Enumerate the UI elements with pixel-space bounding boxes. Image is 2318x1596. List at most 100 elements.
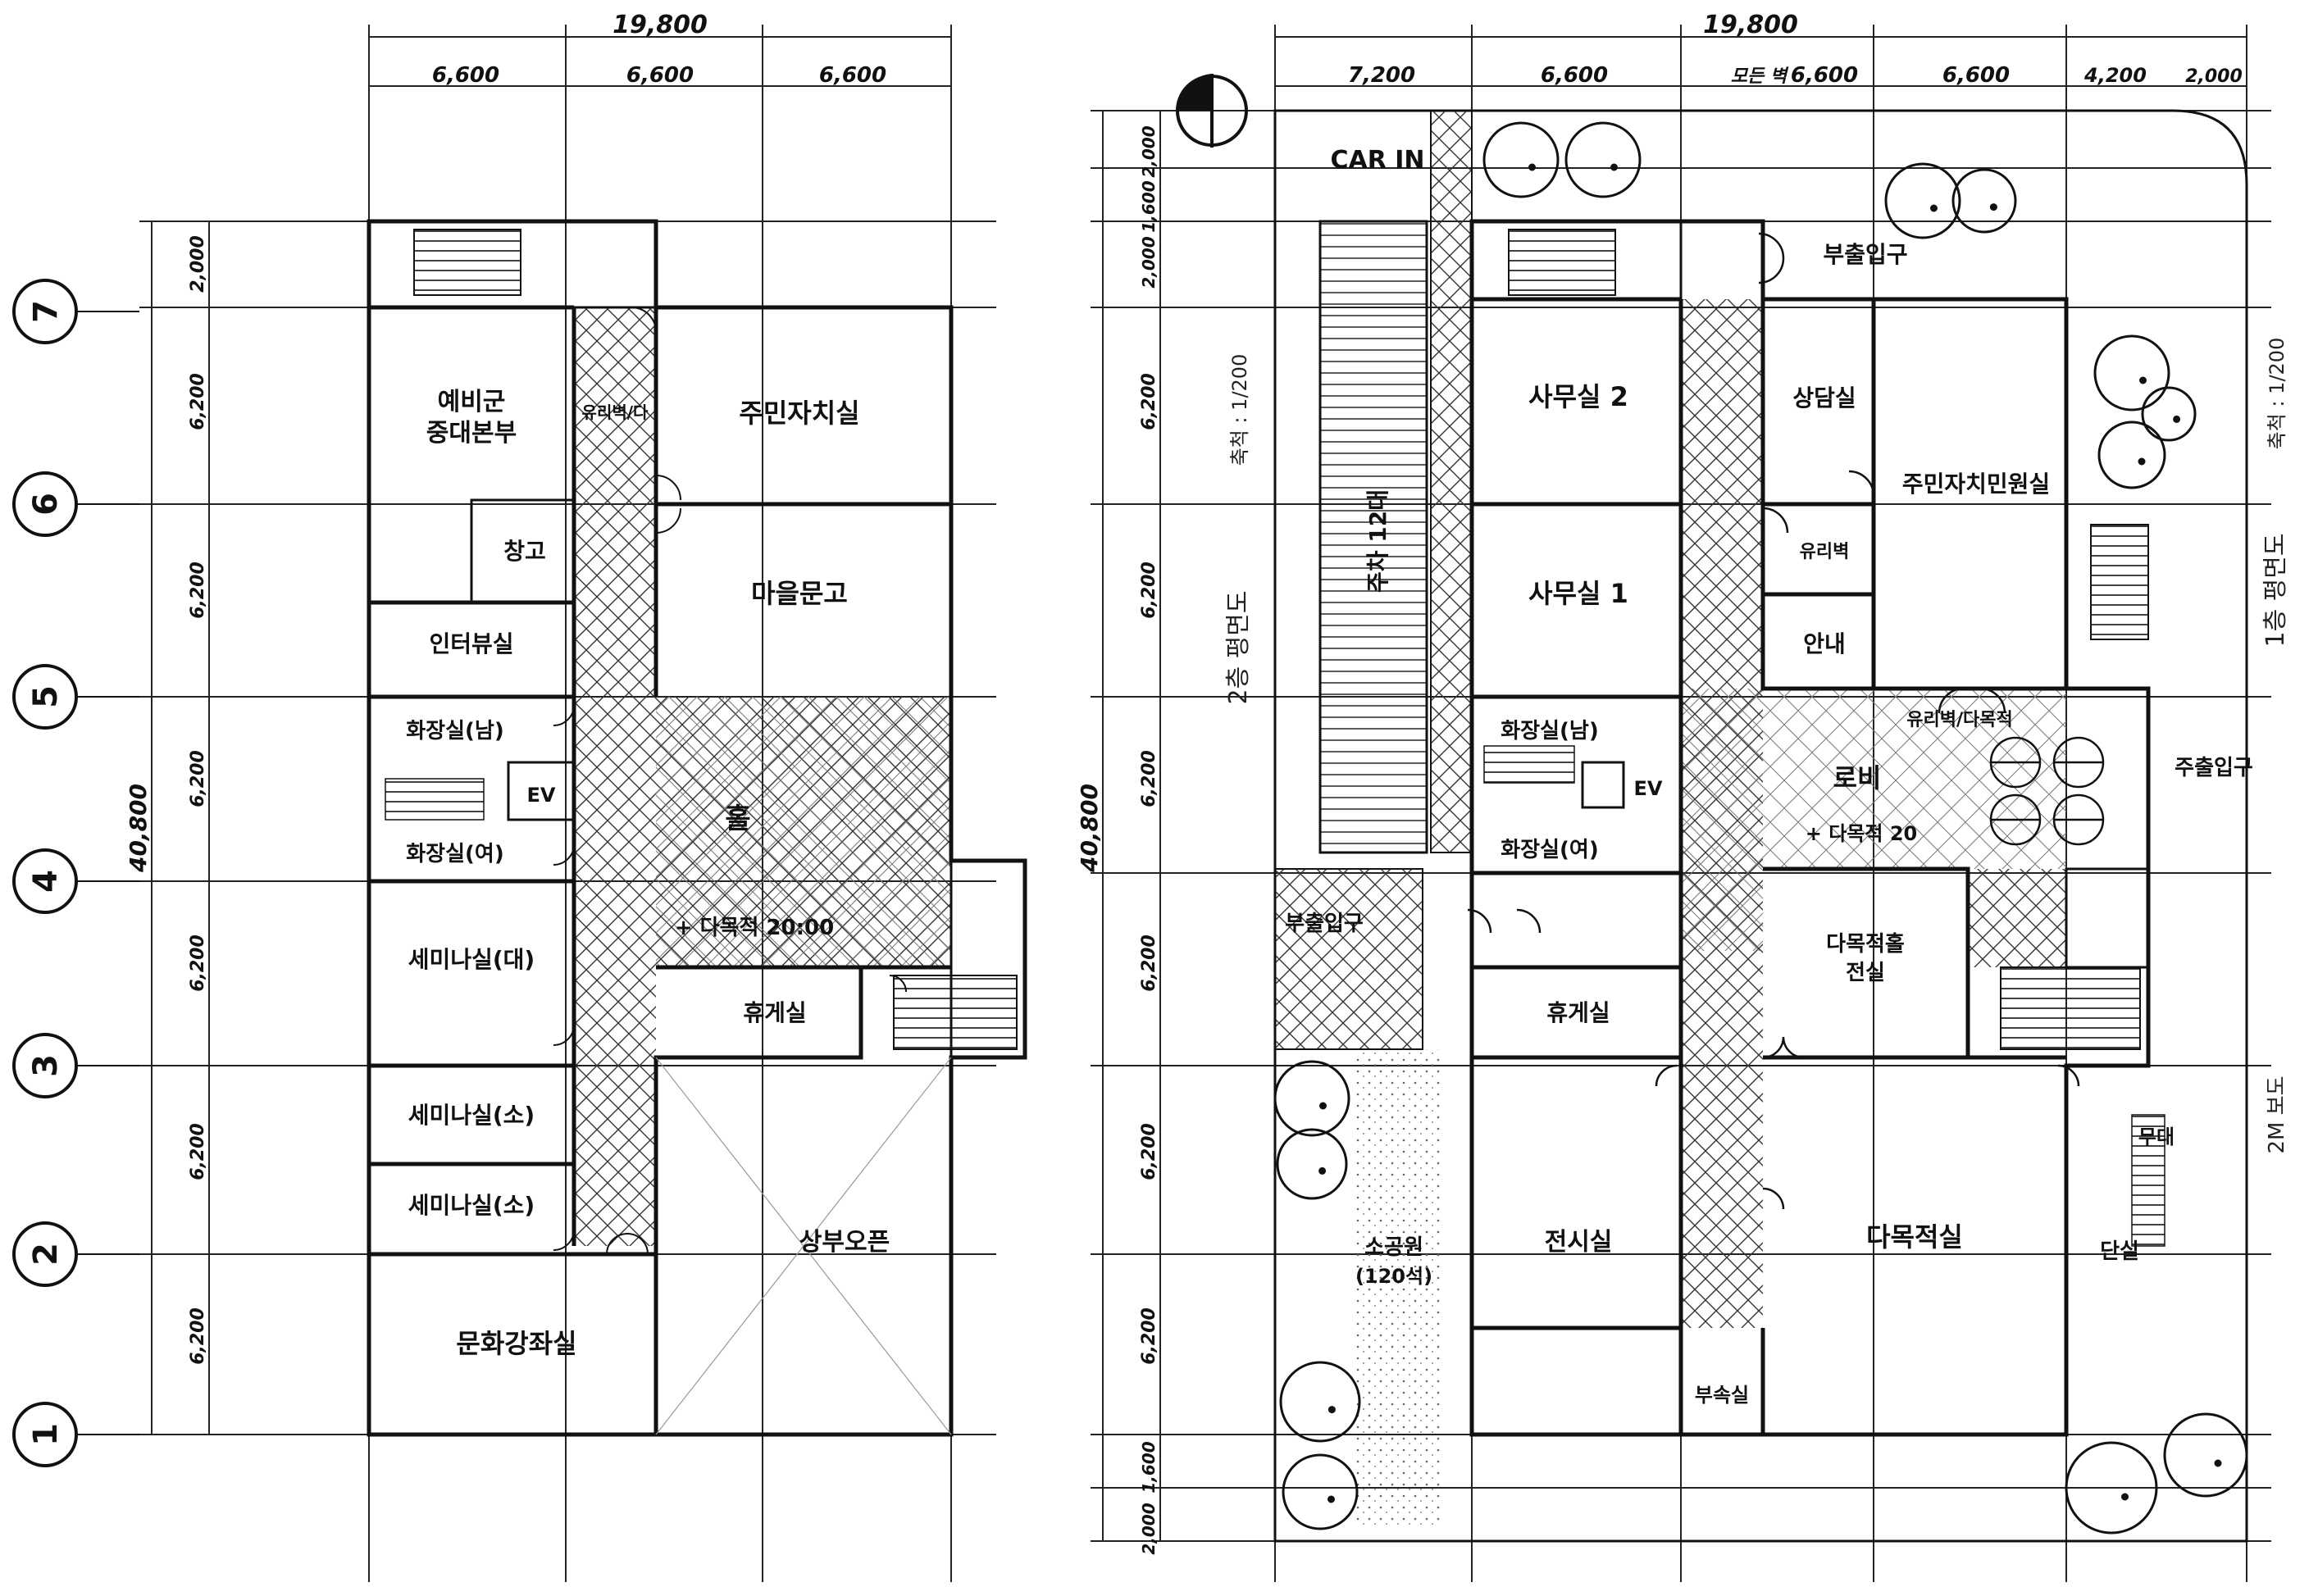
right-depth-2: 6,200 xyxy=(1139,562,1159,619)
second-floor-plan xyxy=(139,25,1027,1582)
parking-strip-hatch xyxy=(1430,110,1473,853)
second-floor-title: 2층 평면도 xyxy=(1224,590,1253,704)
tree-2 xyxy=(1884,162,1961,239)
tree-center-3 xyxy=(1989,203,1997,211)
room-office-2: 사무실 2 xyxy=(1528,381,1628,412)
right-side-stair xyxy=(2090,524,2149,640)
room-seminar-large: 세미나실(대) xyxy=(408,946,535,973)
left-top-dimensions: 19,800 6,600 6,600 6,600 xyxy=(369,11,951,88)
open-above-cross xyxy=(655,1057,952,1435)
room-counsel: 상담실 xyxy=(1792,384,1856,412)
right-depth-bottom-0: 1,600 xyxy=(1139,1441,1159,1493)
right-side-dimensions: 40,800 2,000 1,600 2,000 6,200 6,200 6,2… xyxy=(1076,111,1161,1555)
right-room-labels: CAR IN 주차 12대 사무실 2 사무실 1 상담실 주민자치민원실 유리… xyxy=(1285,146,2253,1407)
room-toilet-m: 화장실(남) xyxy=(406,719,503,743)
room-glass-small: 유리벽/다 xyxy=(582,402,649,422)
room-office-1: 사무실 1 xyxy=(1528,578,1628,609)
right-bay-4: 6,600 xyxy=(1942,63,2010,88)
left-total-depth: 40,800 xyxy=(125,784,152,873)
tree-8 xyxy=(1276,1128,1348,1200)
lower-corridor-hatch xyxy=(574,1057,656,1246)
first-floor-title: 1층 평면도 xyxy=(2261,533,2290,647)
room-glass-wall: 유리벽/다목적 xyxy=(1906,710,2012,730)
entrance-doors xyxy=(1467,232,2105,1210)
site-boundary xyxy=(1273,109,2248,1543)
room-storage: 창고 xyxy=(503,538,546,565)
room-utility: 부속실 xyxy=(1695,1384,1749,1407)
sub-entrance-left-hatch xyxy=(1274,868,1423,1050)
room-small: 단실 xyxy=(2100,1239,2139,1264)
left-depth-3: 6,200 xyxy=(188,750,208,807)
room-stage: 무대 xyxy=(2138,1125,2175,1148)
toilet-stall-lines xyxy=(385,778,485,821)
axis-label-3: 3 xyxy=(27,1054,65,1077)
parking-label: 주차 12대 xyxy=(1364,489,1391,593)
storage-box xyxy=(470,498,576,604)
room-reserve-line1: 예비군 xyxy=(438,388,506,416)
axis-label-5: 5 xyxy=(27,685,65,708)
room-interview: 인터뷰실 xyxy=(429,630,513,657)
room-rest-left: 휴게실 xyxy=(743,999,806,1026)
tree-center-8 xyxy=(1318,1166,1327,1175)
lobby-light-hatch xyxy=(1681,689,2066,951)
sub-entrance-left: 부출입구 xyxy=(1285,912,1364,936)
left-depth-1: 6,200 xyxy=(188,373,208,430)
right-core-hatch xyxy=(1968,869,2066,967)
tree-center-11 xyxy=(2121,1493,2129,1501)
tree-center-0 xyxy=(1528,163,1536,171)
tree-12 xyxy=(2163,1412,2248,1498)
tree-9 xyxy=(1279,1361,1361,1443)
room-rest-right: 휴게실 xyxy=(1546,999,1610,1026)
tree-10 xyxy=(1282,1453,1359,1530)
first-floor-plan xyxy=(1091,25,2271,1582)
hall-light-hatch xyxy=(656,697,951,967)
left-bay-2: 6,600 xyxy=(626,63,694,88)
right-depth-top-1: 1,600 xyxy=(1139,180,1159,232)
left-side-dimensions: 40,800 2,000 6,200 6,200 6,200 6,200 6,2… xyxy=(125,221,210,1435)
axis-label-2: 2 xyxy=(27,1243,65,1266)
right-bay-2: 6,600 xyxy=(1541,63,1608,88)
room-glass-right: 유리벽 xyxy=(1800,542,1850,562)
room-culture: 문화강좌실 xyxy=(456,1328,576,1359)
room-toilet-m-right: 화장실(남) xyxy=(1501,719,1598,743)
axis-label-7: 7 xyxy=(27,300,65,323)
top-stair xyxy=(413,229,521,296)
room-multi: 다목적실 xyxy=(1866,1221,1963,1253)
tree-6 xyxy=(2097,421,2166,489)
room-toilet-f: 화장실(여) xyxy=(406,842,503,866)
garden-dots xyxy=(1353,1049,1443,1525)
room-reserve-line2: 중대본부 xyxy=(426,419,517,448)
tree-7 xyxy=(1273,1060,1350,1137)
car-in-label: CAR IN xyxy=(1330,146,1424,175)
room-ev-right: EV xyxy=(1634,777,1663,800)
right-bay-note: 모든 벽 xyxy=(1731,66,1789,87)
level-mark-left: + 다목적 20:00 xyxy=(675,916,834,940)
tree-center-9 xyxy=(1327,1406,1336,1414)
left-bay-3: 6,600 xyxy=(819,63,886,88)
scale-titles: 2층 평면도 축척 : 1/200 1층 평면도 축척 : 1/200 2M 보… xyxy=(1224,338,2290,1154)
tree-center-5 xyxy=(2173,415,2181,423)
room-lobby: 로비 xyxy=(1833,762,1882,793)
room-exhibit: 전시실 xyxy=(1545,1228,1613,1257)
right-outer-wall xyxy=(1469,219,2151,1437)
right-bay-3: 6,600 xyxy=(1791,63,1858,88)
left-bay-1: 6,600 xyxy=(432,63,499,88)
right-depth-bottom-1: 2,000 xyxy=(1139,1503,1159,1554)
right-total-width: 19,800 xyxy=(1703,11,1798,39)
left-depth-2: 6,200 xyxy=(188,562,208,619)
left-doors xyxy=(553,307,907,1255)
right-service-core xyxy=(950,859,1027,1059)
tree-center-4 xyxy=(2139,376,2147,384)
tree-5 xyxy=(2141,386,2197,442)
tree-4 xyxy=(2093,334,2170,412)
right-toilet-stalls xyxy=(1483,745,1575,784)
sub-entrance-top: 부출입구 xyxy=(1823,241,1907,268)
room-village-archive: 마을문고 xyxy=(751,578,848,609)
level-mark-right: + 다목적 20 xyxy=(1806,822,1917,845)
right-depth-4: 6,200 xyxy=(1139,934,1159,992)
right-top-stair xyxy=(1508,229,1616,296)
right-bay-5: 4,200 xyxy=(2083,64,2147,87)
room-open-above: 상부오픈 xyxy=(799,1228,890,1257)
room-seminar-small-2: 세미나실(소) xyxy=(408,1192,535,1219)
